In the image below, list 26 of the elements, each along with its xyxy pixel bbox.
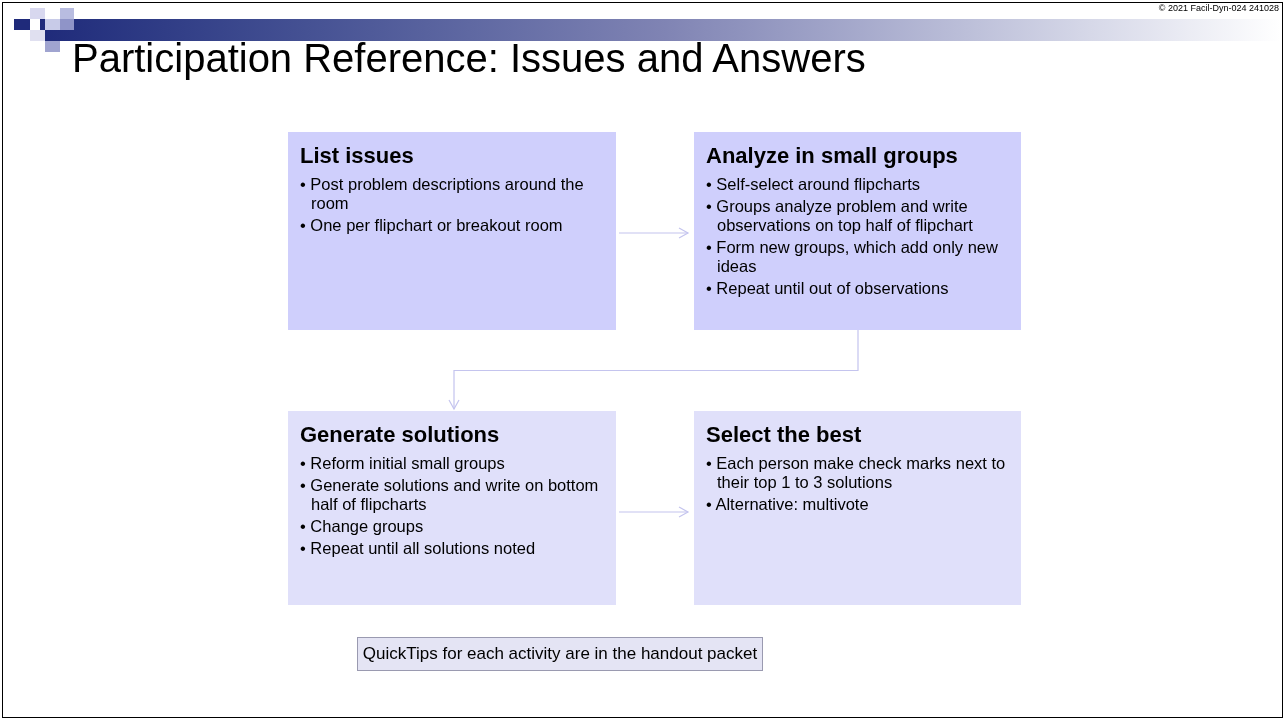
arrow (618, 227, 689, 239)
bullet-item: • Alternative: multivote (706, 495, 870, 514)
bullet-item: • Self-select around flipcharts (706, 175, 921, 194)
arrow (448, 329, 859, 410)
step-box (694, 411, 1021, 605)
bullet-item: • Repeat until all solutions noted (300, 539, 537, 558)
arrow (618, 506, 689, 518)
step-heading: List issues (300, 142, 415, 169)
bullet-item: • Form new groups, which add only new ideas (706, 238, 999, 276)
step-box (288, 132, 616, 330)
bullet-item: • One per flipchart or breakout room (300, 216, 564, 235)
bullet-item: • Post problem descriptions around the room (300, 175, 585, 213)
slide-title: Participation Reference: Issues and Answers (72, 35, 866, 82)
bullet-item: • Groups analyze problem and write observations on top half of flipchart (706, 197, 974, 235)
step-box (694, 132, 1021, 330)
bullet-item: • Generate solutions and write on bottom half of flipcharts (300, 476, 600, 514)
step-heading: Generate solutions (300, 421, 501, 448)
copyright-note: © 2021 Facil-Dyn-024 241028 (1158, 2, 1279, 15)
step-heading: Select the best (706, 421, 863, 448)
note-box: QuickTips for each activity are in the handout packet (357, 637, 763, 671)
bullet-item: • Repeat until out of observations (706, 279, 950, 298)
bullet-item: • Change groups (300, 517, 425, 536)
bullet-item: • Reform initial small groups (300, 454, 506, 473)
step-box (288, 411, 616, 605)
bullet-item: • Each person make check marks next to their top 1 to 3 solutions (706, 454, 1007, 492)
step-heading: Analyze in small groups (706, 142, 959, 169)
